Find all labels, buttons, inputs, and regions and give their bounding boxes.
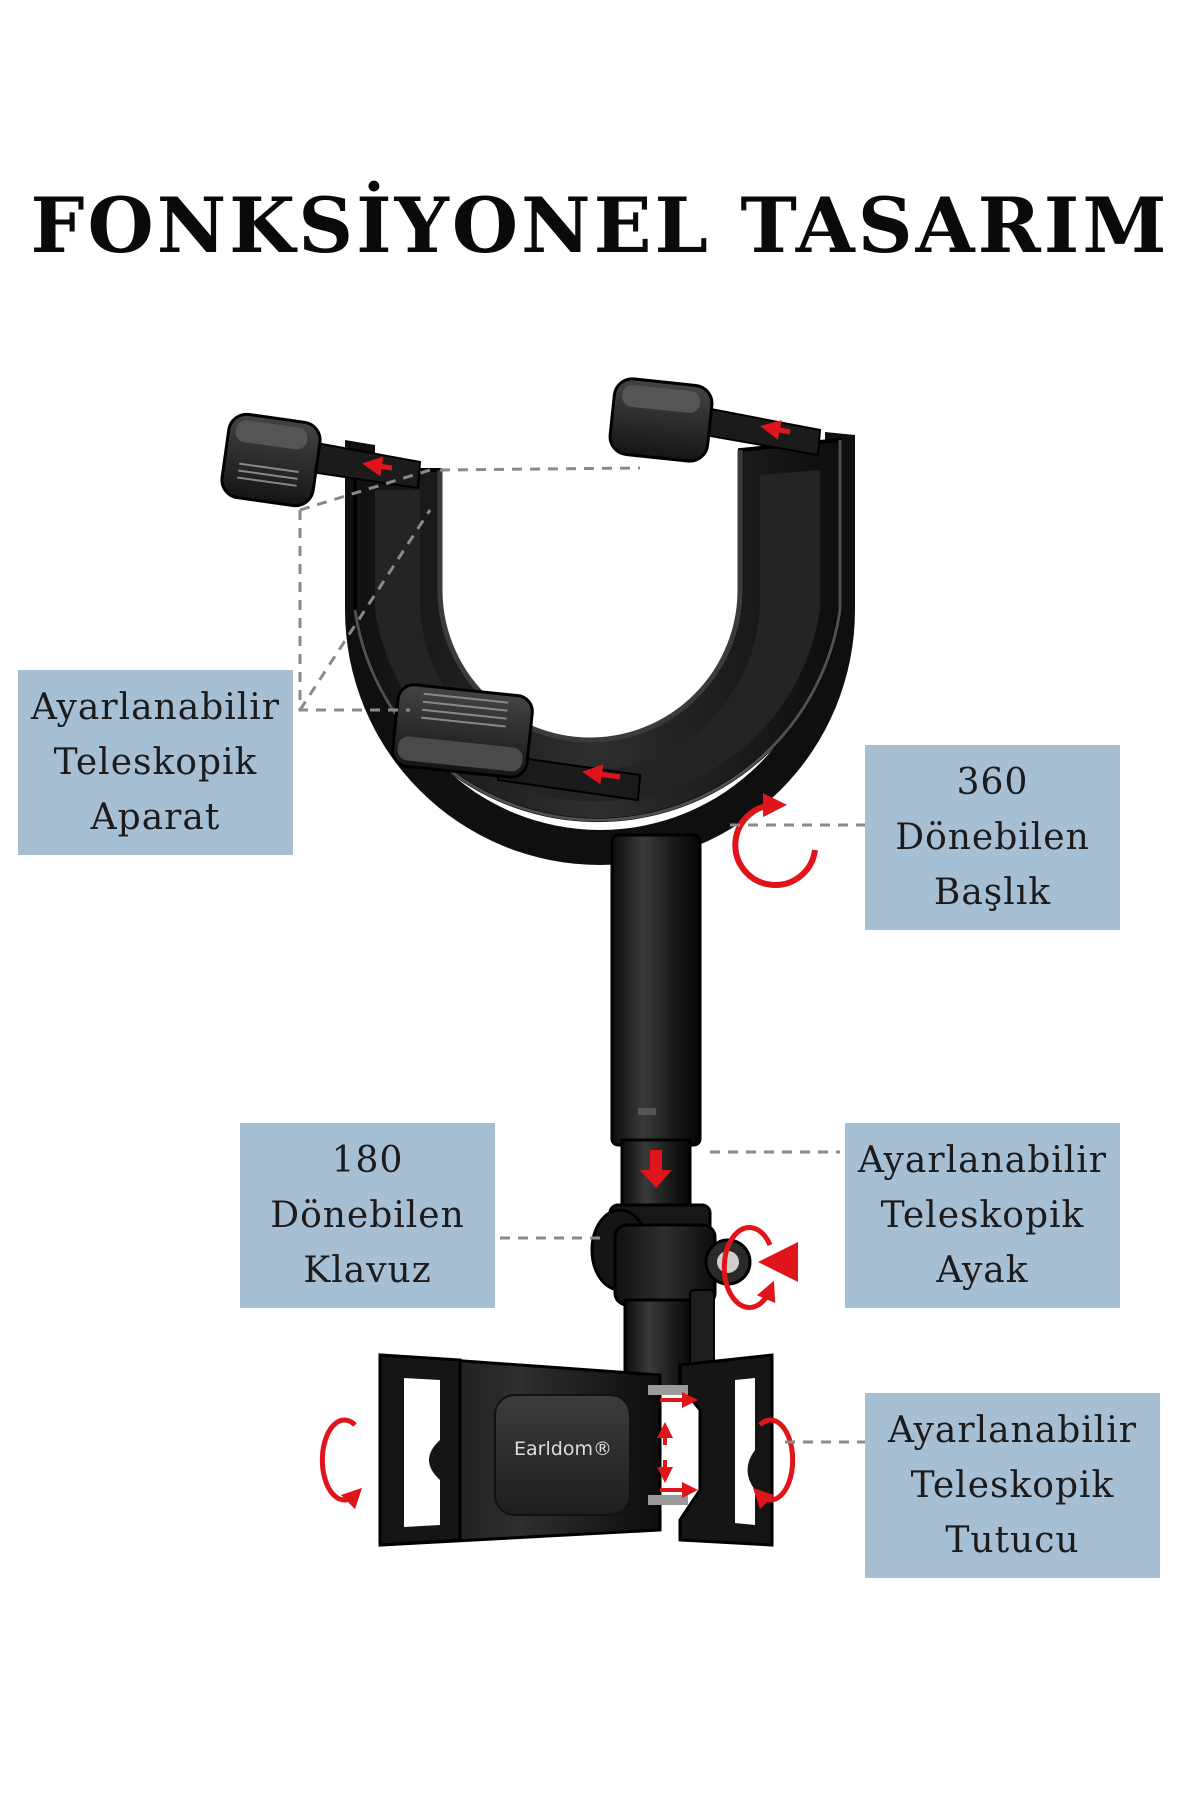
label-line: Başlık [933, 872, 1052, 913]
label-line: Ayarlanabilir [31, 687, 280, 728]
brand-logo: Earldom® [514, 1438, 612, 1460]
label-line: Tutucu [945, 1520, 1080, 1561]
label-telescopic-holder: Ayarlanabilir Teleskopik Tutucu [865, 1393, 1160, 1578]
rotation-arrow-joint [721, 1225, 798, 1310]
label-360-rotating-head: 360 Dönebilen Başlık [865, 745, 1120, 930]
label-line: Klavuz [303, 1250, 432, 1291]
label-telescopic-leg: Ayarlanabilir Teleskopik Ayak [845, 1123, 1120, 1308]
label-line: Dönebilen [270, 1195, 465, 1236]
page-title: FONKSİYONEL TASARIM [30, 181, 1170, 270]
label-line: Ayak [936, 1250, 1029, 1291]
label-line: Teleskopik [53, 742, 258, 783]
label-line: 180 [331, 1140, 404, 1181]
label-line: Teleskopik [880, 1195, 1085, 1236]
clamp-arm-bottom [391, 683, 642, 802]
clamp-arm-top-left [220, 412, 422, 508]
rotation-arrow-clamp-right [752, 1417, 796, 1510]
rotation-arrow-head [732, 793, 818, 888]
label-line: Aparat [90, 797, 221, 838]
label-line: Ayarlanabilir [888, 1410, 1137, 1451]
label-line: Teleskopik [910, 1465, 1115, 1506]
telescopic-pole-upper [610, 833, 702, 1147]
label-180-rotating-guide: 180 Dönebilen Klavuz [240, 1123, 495, 1308]
leader-lines [298, 466, 865, 1444]
label-line: 360 [956, 762, 1029, 803]
clamp-arm-top-right [608, 377, 822, 463]
label-line: Ayarlanabilir [858, 1140, 1107, 1181]
phone-clamp [378, 1353, 774, 1547]
mirror-clamp-head [345, 432, 855, 865]
label-telescopic-apparatus: Ayarlanabilir Teleskopik Aparat [18, 670, 293, 855]
label-line: Dönebilen [895, 817, 1090, 858]
rotation-arrow-clamp-left [319, 1417, 363, 1510]
